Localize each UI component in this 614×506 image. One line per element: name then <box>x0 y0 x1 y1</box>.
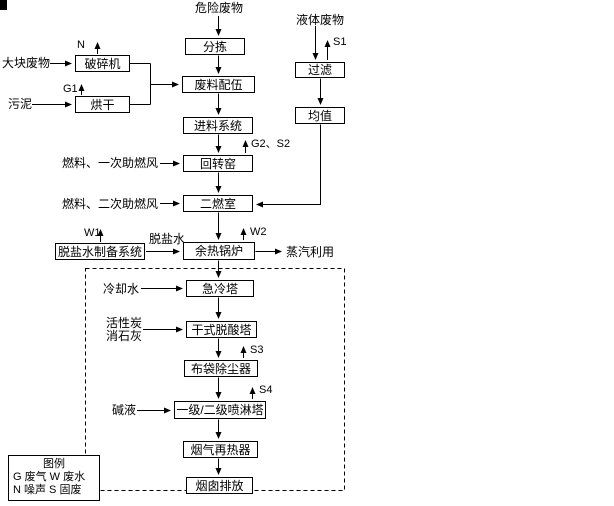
liquid-branch-lines <box>255 26 324 255</box>
tag-g1-gas: G1 <box>63 83 78 95</box>
tag-s4-solid: S4 <box>259 384 273 396</box>
label-slaked-lime: 消石灰 <box>106 329 143 343</box>
tag-g2-s2: G2、S2 <box>251 138 291 150</box>
label-fuel-primary-air: 燃料、一次助燃风 <box>62 156 159 170</box>
label-desalted-water: 脱盐水 <box>149 232 186 246</box>
node-feed-system: 进料系统 <box>183 117 253 134</box>
label-steam-use: 蒸汽利用 <box>286 245 335 259</box>
node-waste-blending: 废料配伍 <box>182 76 255 93</box>
node-bag-filter: 布袋除尘器 <box>184 360 258 377</box>
tag-n-noise: N <box>77 39 85 51</box>
corner-artifact <box>0 0 7 10</box>
label-liquid-waste: 液体废物 <box>296 13 345 27</box>
node-rotary-kiln: 回转窑 <box>183 155 253 172</box>
tag-s3-solid: S3 <box>250 344 264 356</box>
side-flow-lines <box>32 60 183 414</box>
legend: 图例 G 废气 W 废水 N 噪声 S 固废 <box>8 455 100 501</box>
tag-s1-solid: S1 <box>333 36 347 48</box>
node-flue-gas-reheater: 烟气再热器 <box>183 441 258 458</box>
label-cooling-water: 冷却水 <box>103 282 140 296</box>
legend-row-noise-solid: N 噪声 S 固废 <box>13 484 82 496</box>
node-stack-emission: 烟囱排放 <box>186 477 253 494</box>
node-desalted-water-system: 脱盐水制备系统 <box>55 243 145 260</box>
node-homogenization: 均值 <box>295 107 345 124</box>
label-activated-carbon: 活性炭 <box>106 316 143 330</box>
node-filtration: 过滤 <box>295 62 345 78</box>
node-crusher: 破碎机 <box>75 55 130 72</box>
tag-w1-wastewater: W1 <box>84 227 101 239</box>
emission-arrows <box>78 40 331 399</box>
node-spray-tower: 一级/二级喷淋塔 <box>174 401 266 419</box>
node-quench-tower: 急冷塔 <box>186 280 254 297</box>
legend-title: 图例 <box>43 458 65 470</box>
label-alkali-liquor: 碱液 <box>112 403 137 417</box>
node-sorting: 分拣 <box>185 38 245 55</box>
label-bulk-waste: 大块废物 <box>2 56 51 70</box>
legend-row-gas-water: G 废气 W 废水 <box>13 471 86 483</box>
label-hazardous-waste: 危险废物 <box>195 1 244 15</box>
tag-w2-wastewater: W2 <box>250 226 267 238</box>
label-sludge: 污泥 <box>8 97 33 111</box>
node-dryer: 烘干 <box>75 96 130 113</box>
node-waste-heat-boiler: 余热锅炉 <box>183 242 255 260</box>
node-secondary-combustion: 二燃室 <box>183 195 253 212</box>
label-fuel-secondary-air: 燃料、二次助燃风 <box>62 197 159 211</box>
node-dry-deacid-tower: 干式脱酸塔 <box>186 321 257 338</box>
